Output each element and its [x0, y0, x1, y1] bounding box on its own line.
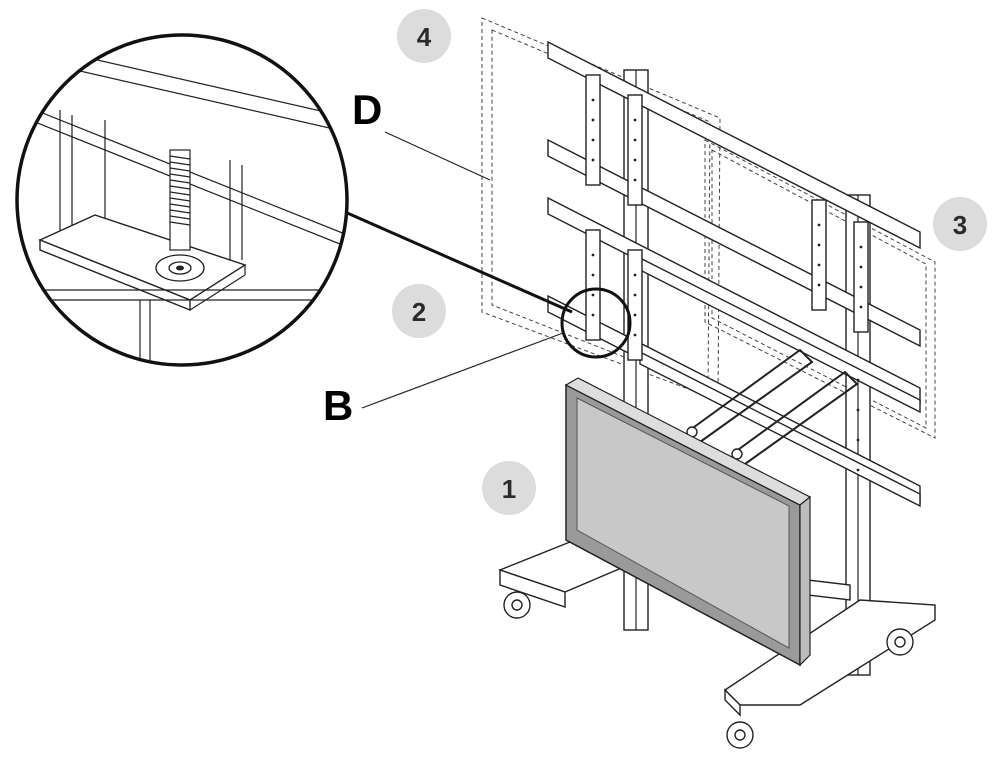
- callout-badge-4: 4: [397, 9, 451, 63]
- callout-label-3: 3: [953, 210, 967, 240]
- detail-connector: [344, 210, 573, 314]
- mounting-rail-lower: [639, 256, 921, 508]
- callout-label-2: 2: [412, 297, 426, 327]
- display-screen: [576, 397, 790, 649]
- label-d: D: [352, 86, 382, 133]
- caster-wheel: [503, 591, 914, 749]
- callout-badge-2: 2: [392, 284, 446, 338]
- callout-badge-3: 3: [933, 197, 987, 251]
- label-b: B: [323, 382, 353, 429]
- detail-ring: [560, 287, 632, 359]
- callout-label-4: 4: [417, 22, 432, 52]
- callout-badge-1: 1: [482, 461, 536, 515]
- magnified-detail: [15, 33, 349, 367]
- threaded-bolt: [169, 149, 191, 251]
- display-panel-1: [564, 377, 812, 667]
- washer-nut: [155, 254, 205, 282]
- leader-line-d: [384, 131, 491, 181]
- callout-label-1: 1: [502, 474, 516, 504]
- bracket-holes: [591, 98, 863, 472]
- support-arm: [686, 348, 859, 465]
- vertical-bracket: [585, 74, 869, 361]
- leader-line-b: [361, 332, 564, 409]
